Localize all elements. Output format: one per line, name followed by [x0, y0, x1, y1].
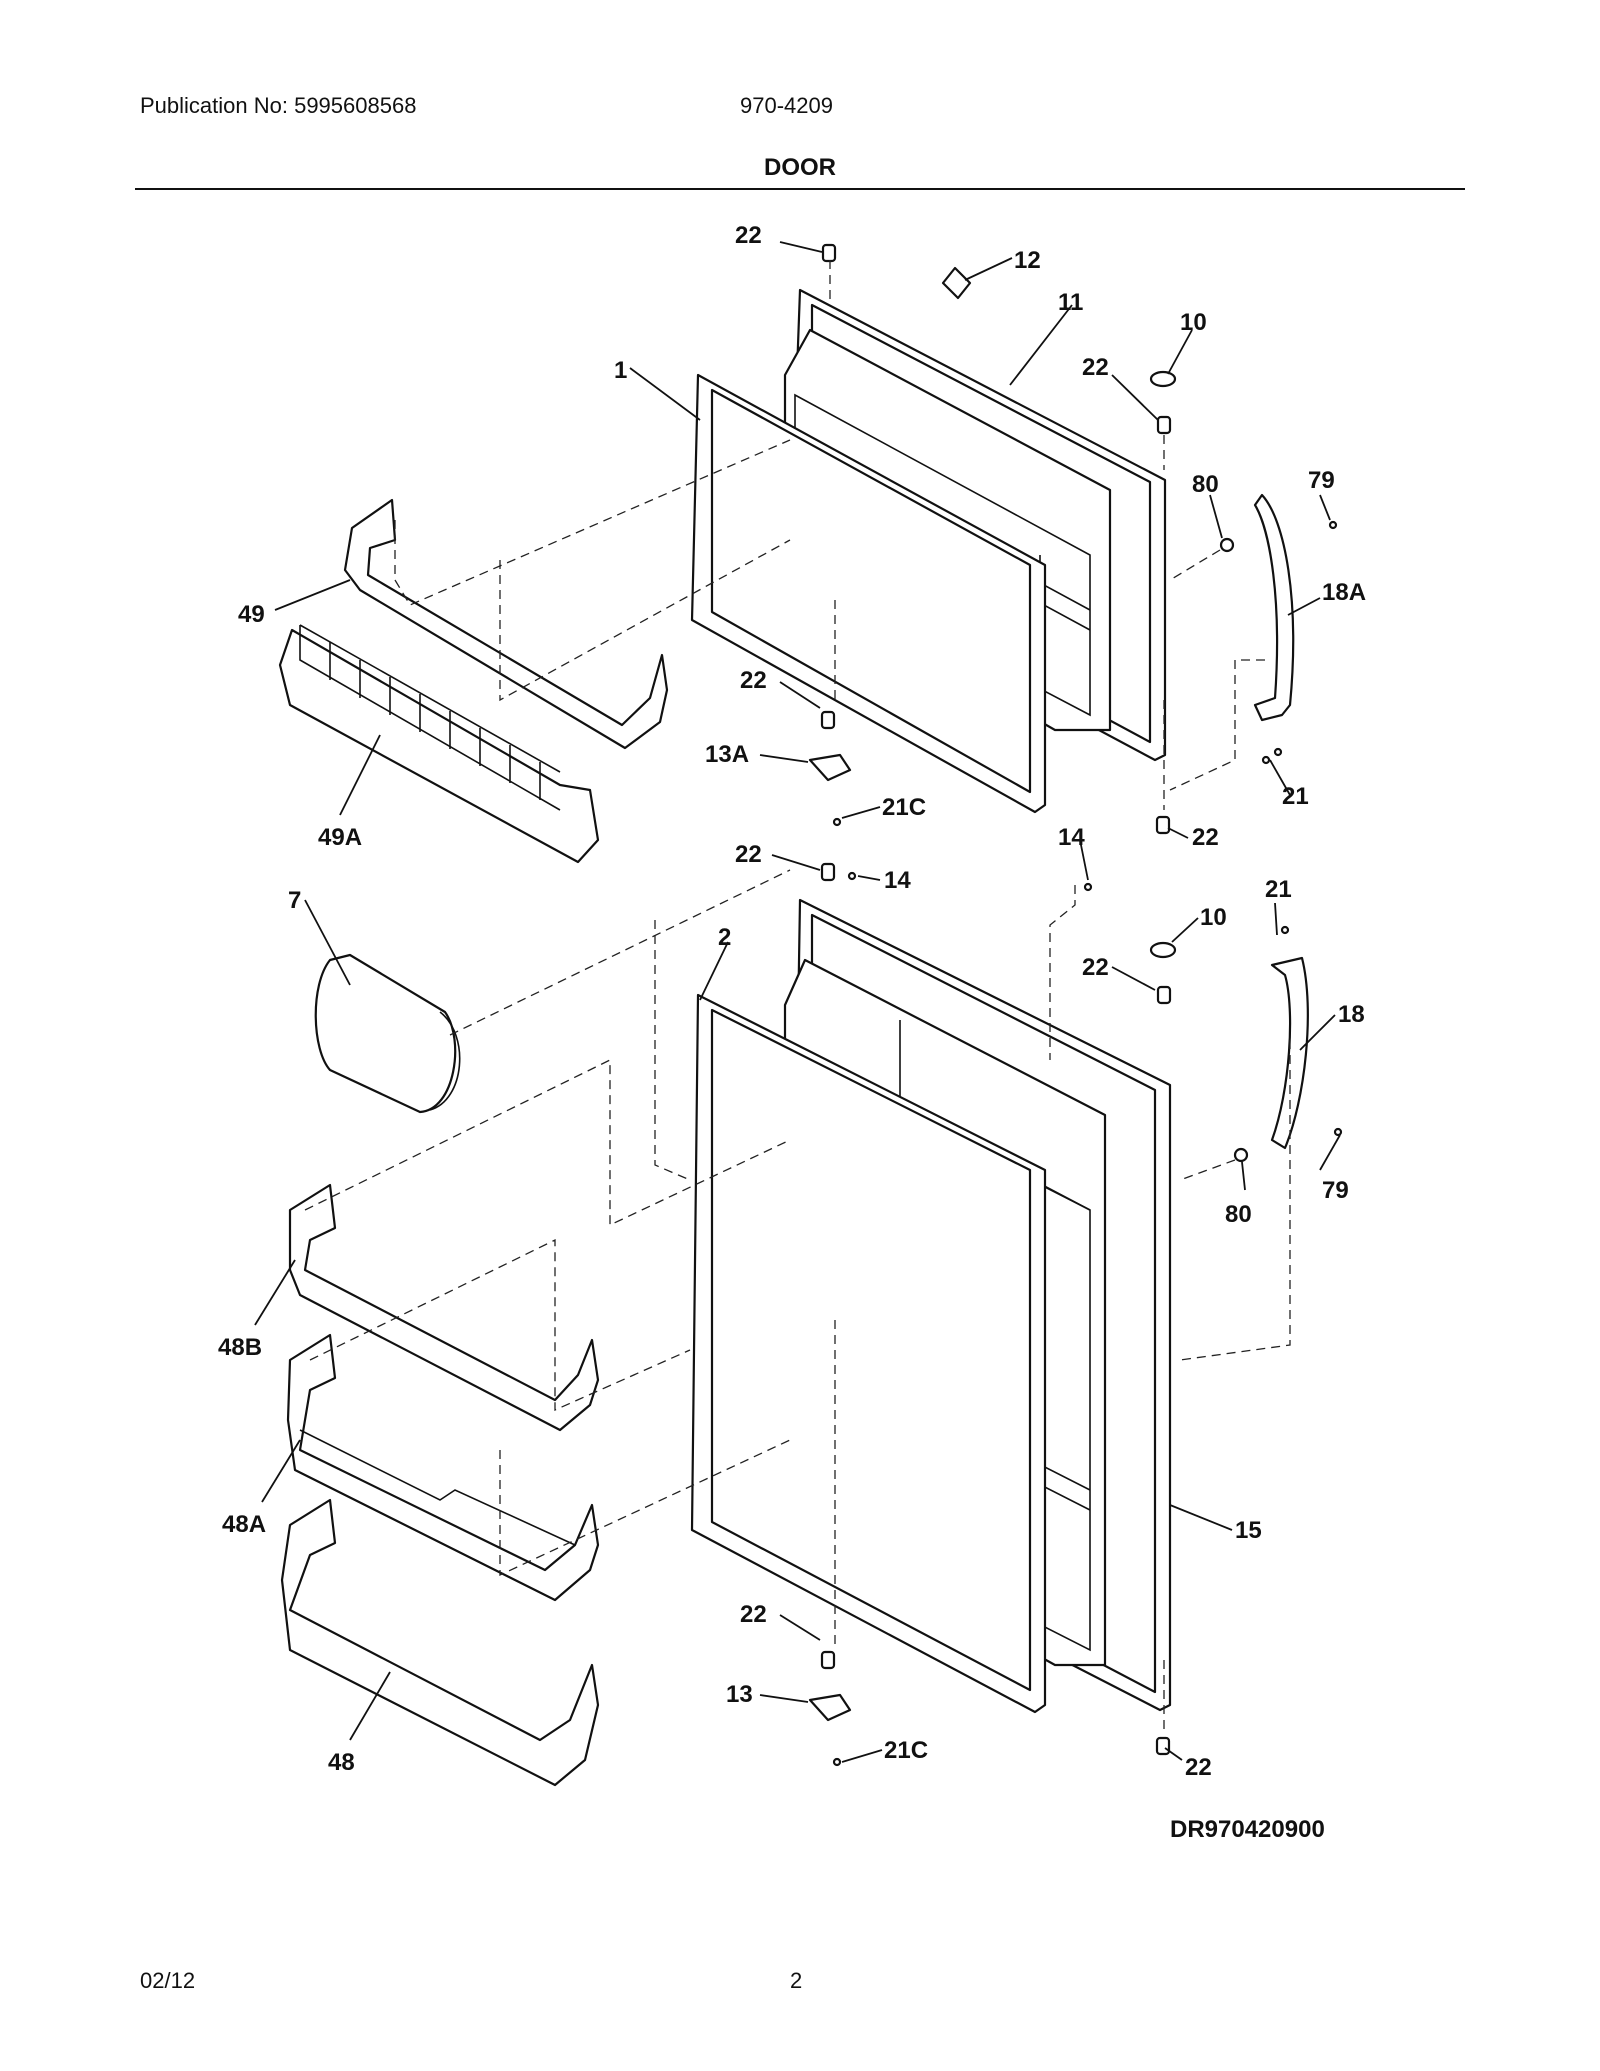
callout-48: 48 [328, 1749, 355, 1776]
callout-80: 80 [1192, 471, 1219, 498]
freezer-shelf-49 [343, 498, 669, 750]
callout-13: 13 [726, 1681, 753, 1708]
hinge-cap-12 [941, 266, 972, 300]
callout-10: 10 [1200, 904, 1227, 931]
callout-22: 22 [735, 841, 762, 868]
header-rule [135, 188, 1465, 190]
door-bin-48 [280, 1498, 600, 1787]
fresh-food-handle-18 [1270, 956, 1309, 1150]
callout-22: 22 [735, 222, 762, 249]
callout-13a: 13A [705, 741, 749, 768]
callout-79: 79 [1308, 467, 1335, 494]
fresh-food-door-gasket [690, 993, 1047, 1714]
callout-2: 2 [718, 924, 731, 951]
callout-21: 21 [1265, 876, 1292, 903]
page-title: DOOR [764, 154, 836, 181]
callout-21c: 21C [884, 1737, 928, 1764]
page-number: 2 [790, 1968, 803, 1993]
callout-11: 11 [1058, 289, 1083, 316]
callout-48b: 48B [218, 1334, 262, 1361]
assembly-guide-lines [304, 260, 1291, 1730]
callout-22: 22 [1082, 354, 1109, 381]
publication-number: Publication No: 5995608568 [140, 93, 417, 118]
callout-18a: 18A [1322, 579, 1366, 606]
plug-10-upper [1149, 370, 1177, 388]
callout-22: 22 [1082, 954, 1109, 981]
door-bin-48a [286, 1333, 600, 1602]
callout-21: 21 [1282, 783, 1309, 810]
callout-80: 80 [1225, 1201, 1252, 1228]
callout-22: 22 [1185, 1754, 1212, 1781]
callout-22: 22 [740, 667, 767, 694]
callout-1: 1 [614, 357, 627, 384]
callout-14: 14 [884, 867, 911, 894]
freezer-door-gasket [690, 373, 1047, 814]
callout-18: 18 [1338, 1001, 1365, 1028]
callout-14: 14 [1058, 824, 1085, 851]
bushing-22-set [820, 243, 1172, 1756]
callout-10: 10 [1180, 309, 1207, 336]
hinge-13a [808, 753, 852, 782]
callout-22: 22 [1192, 824, 1219, 851]
callout-7: 7 [288, 887, 301, 914]
callout-22: 22 [740, 1601, 767, 1628]
diagram-code: DR970420900 [1170, 1816, 1325, 1843]
callout-79: 79 [1322, 1177, 1349, 1204]
callout-49: 49 [238, 601, 265, 628]
callout-49a: 49A [318, 824, 362, 851]
freezer-handle-18a [1253, 493, 1295, 722]
callout-leader-lines [254, 241, 1341, 1763]
model-number: 970-4209 [740, 93, 833, 118]
callout-15: 15 [1235, 1517, 1262, 1544]
callout-labels: 22 12 11 10 22 1 80 79 18A 49 22 13A 21C… [218, 222, 1366, 1781]
callout-12: 12 [1014, 247, 1041, 274]
callout-21c: 21C [882, 794, 926, 821]
screws-and-plugs [832, 520, 1343, 1767]
hinge-13 [808, 1693, 852, 1722]
light-cover-7 [314, 953, 461, 1114]
freezer-wire-basket-49a [278, 624, 600, 864]
callout-48a: 48A [222, 1511, 266, 1538]
footer-date: 02/12 [140, 1968, 196, 1993]
door-bin-48b [288, 1183, 600, 1432]
plug-10-lower [1149, 941, 1177, 959]
